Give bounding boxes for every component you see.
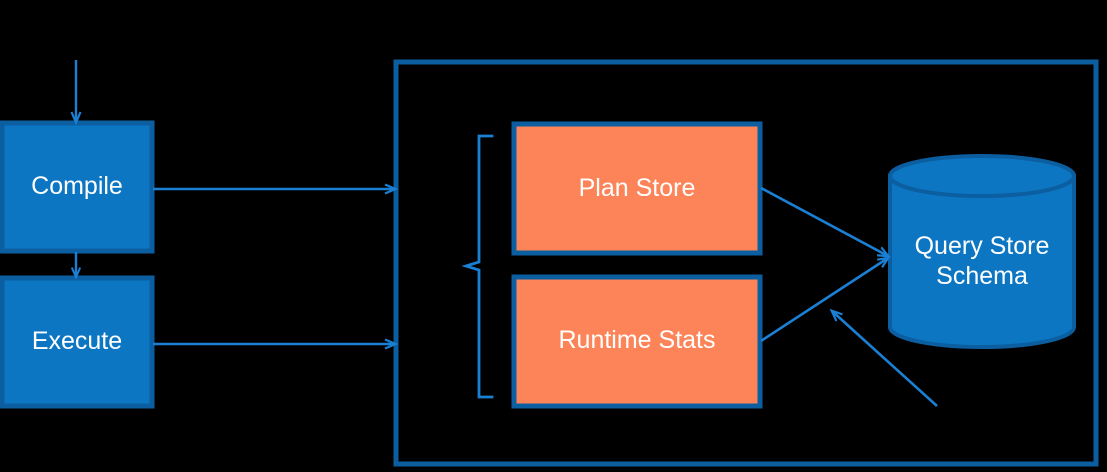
plan-store-box[interactable] (511, 121, 763, 256)
runtime-stats-box[interactable] (511, 274, 763, 409)
compile-box[interactable] (0, 120, 155, 254)
external-to-schema-arrow (832, 311, 938, 407)
plan-store-to-schema-arrow (760, 186, 888, 256)
query-store-container (393, 59, 1099, 467)
store-group-brace (461, 134, 494, 399)
query-store-schema-cylinder[interactable] (888, 154, 1076, 349)
execute-box[interactable] (0, 275, 155, 409)
runtime-stats-to-schema-arrow (760, 258, 888, 343)
